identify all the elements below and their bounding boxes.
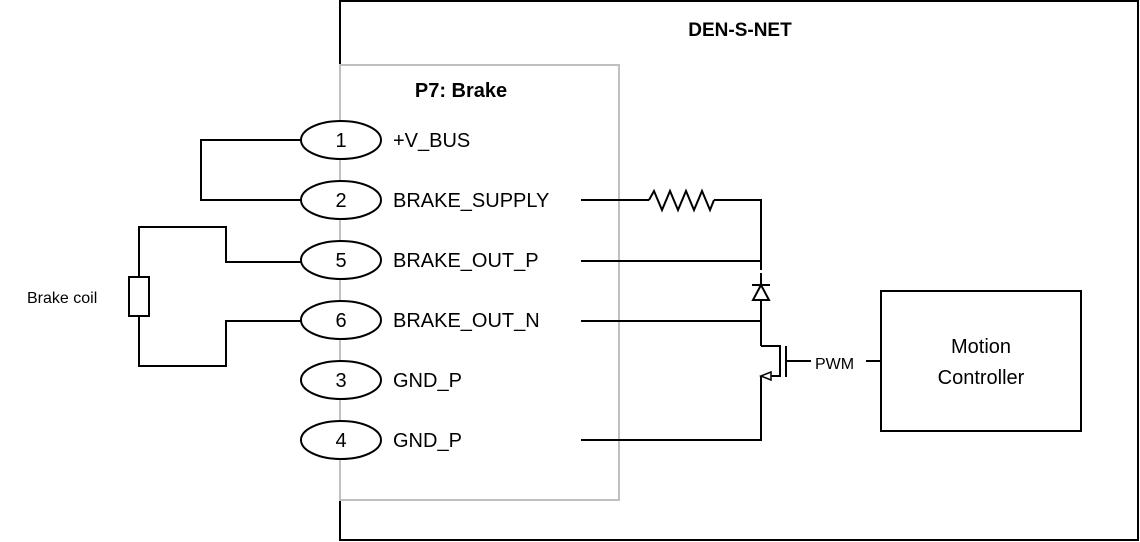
pin-2-signal: BRAKE_SUPPLY	[393, 190, 549, 212]
pin-5-signal: BRAKE_OUT_P	[393, 250, 539, 272]
p7-connector-block	[339, 64, 620, 501]
pin-3: 3 GND_P	[300, 360, 462, 400]
pin-6-signal: BRAKE_OUT_N	[393, 310, 540, 332]
den-s-net-title: DEN-S-NET	[688, 20, 792, 41]
pin-1: 1 +V_BUS	[300, 120, 470, 160]
pin-3-number: 3	[335, 370, 346, 392]
resistor-icon	[648, 188, 715, 213]
motion-controller-label-line1: Motion	[951, 336, 1011, 358]
motion-controller-block	[880, 290, 1082, 432]
pin-4-terminal	[300, 420, 382, 460]
pin-5-number: 5	[335, 250, 346, 272]
pin-2-number: 2	[335, 190, 346, 212]
p7-connector-title: P7: Brake	[415, 80, 507, 102]
pin-5: 5 BRAKE_OUT_P	[300, 240, 539, 280]
mosfet-icon	[758, 345, 811, 382]
pin-3-signal: GND_P	[393, 370, 462, 392]
pin-4-number: 4	[335, 430, 346, 452]
jumper-wire-pin1-pin2	[200, 139, 301, 201]
pin-2: 2 BRAKE_SUPPLY	[300, 180, 549, 220]
pin-6-number: 6	[335, 310, 346, 332]
wire-gnd-p	[581, 376, 762, 441]
coil-wire-pin5	[138, 226, 301, 277]
wire-resistor-to-node	[714, 199, 762, 270]
flyback-diode-icon	[751, 273, 771, 310]
pin-3-terminal	[300, 360, 382, 400]
coil-wire-pin6	[138, 316, 301, 367]
brake-coil-icon	[128, 276, 150, 317]
pin-6: 6 BRAKE_OUT_N	[300, 300, 540, 340]
pin-1-signal: +V_BUS	[393, 130, 470, 152]
pin-5-terminal	[300, 240, 382, 280]
pin-1-number: 1	[335, 130, 346, 152]
pin-4: 4 GND_P	[300, 420, 462, 460]
motion-controller-label-line2: Controller	[938, 367, 1025, 389]
pin-4-signal: GND_P	[393, 430, 462, 452]
brake-coil-label: Brake coil	[27, 290, 97, 307]
pwm-label: PWM	[815, 356, 854, 373]
